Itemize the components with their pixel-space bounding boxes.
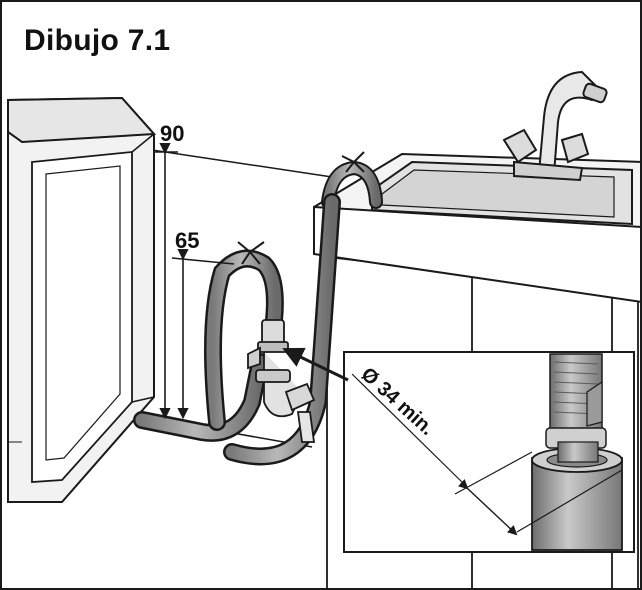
figure-title: Dibujo 7.1 [24,24,171,57]
drain-hose [133,193,341,466]
siphon-trap [247,319,316,443]
detail-pointer [282,347,349,382]
height-label-65: 65 [175,228,199,253]
faucet [502,70,608,182]
height-dimensions [154,143,235,420]
washing-machine [7,96,157,503]
height-label-90: 90 [160,121,184,146]
detail-inset: Ø 34 min. [343,351,635,553]
sink-hose-hook [321,151,383,209]
